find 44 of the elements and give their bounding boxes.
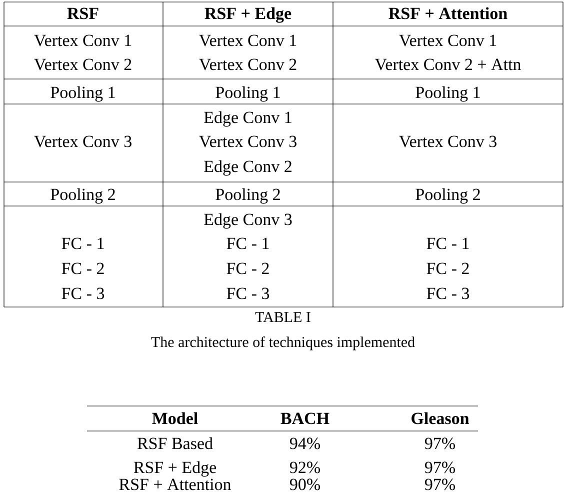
column-header: RSF + Edge xyxy=(204,7,292,23)
table-cell: FC - 2 xyxy=(426,262,469,274)
table-cell: Pooling 1 xyxy=(416,86,480,102)
table-cell: Vertex Conv 1 xyxy=(399,34,496,46)
table-cell: Vertex Conv 3 xyxy=(199,136,296,148)
table-cell: Pooling 1 xyxy=(50,86,115,102)
table-cell: FC - 3 xyxy=(226,288,270,300)
table-cell: 97% xyxy=(424,438,455,450)
column-header: Gleason xyxy=(412,412,470,424)
table-cell: FC - 3 xyxy=(62,288,104,300)
table-cell: Vertex Conv 3 xyxy=(34,136,132,148)
table-cell: Pooling 1 xyxy=(216,86,280,102)
table-cell: Pooling 2 xyxy=(216,188,280,204)
column-header: Model xyxy=(152,412,198,424)
column-header: BACH xyxy=(280,412,330,424)
table-cell: 92% xyxy=(290,462,320,474)
table-cell: FC - 1 xyxy=(226,238,269,250)
table-cell: RSF + Edge xyxy=(134,461,216,477)
table-cell: Edge Conv 3 xyxy=(204,213,292,229)
table-cell: Vertex Conv 3 xyxy=(399,136,496,148)
table-cell: RSF + Attention xyxy=(119,478,232,490)
table-cell: FC - 1 xyxy=(62,238,104,250)
table-cell: 97% xyxy=(424,462,455,474)
column-header: RSF xyxy=(67,8,98,20)
table-cell: Edge Conv 2 xyxy=(204,160,292,176)
table-cell: Vertex Conv 1 xyxy=(34,34,132,46)
table-cell: FC - 3 xyxy=(426,288,470,300)
table-cell: 97% xyxy=(424,478,455,490)
table-cell: Vertex Conv 2 xyxy=(199,58,296,70)
table-cell: 90% xyxy=(290,478,320,490)
table-cell: Vertex Conv 1 xyxy=(199,34,296,46)
table-cell: FC - 2 xyxy=(226,262,269,274)
table-title: TABLE I xyxy=(255,312,310,322)
table-cell: 94% xyxy=(290,438,320,450)
table-cell: Pooling 2 xyxy=(50,188,115,204)
table-cell: Vertex Conv 2 xyxy=(34,58,132,70)
table-cell: Pooling 2 xyxy=(416,188,480,204)
table-cell: FC - 2 xyxy=(62,262,104,274)
table-cell: Vertex Conv 2 + Attn xyxy=(374,58,521,70)
column-header: RSF + Attention xyxy=(388,7,508,20)
table-cell: FC - 1 xyxy=(426,238,469,250)
table-cell: Edge Conv 1 xyxy=(204,111,292,127)
caption: The architecture of techniques implemented xyxy=(151,336,415,350)
table-cell: RSF Based xyxy=(137,437,213,450)
